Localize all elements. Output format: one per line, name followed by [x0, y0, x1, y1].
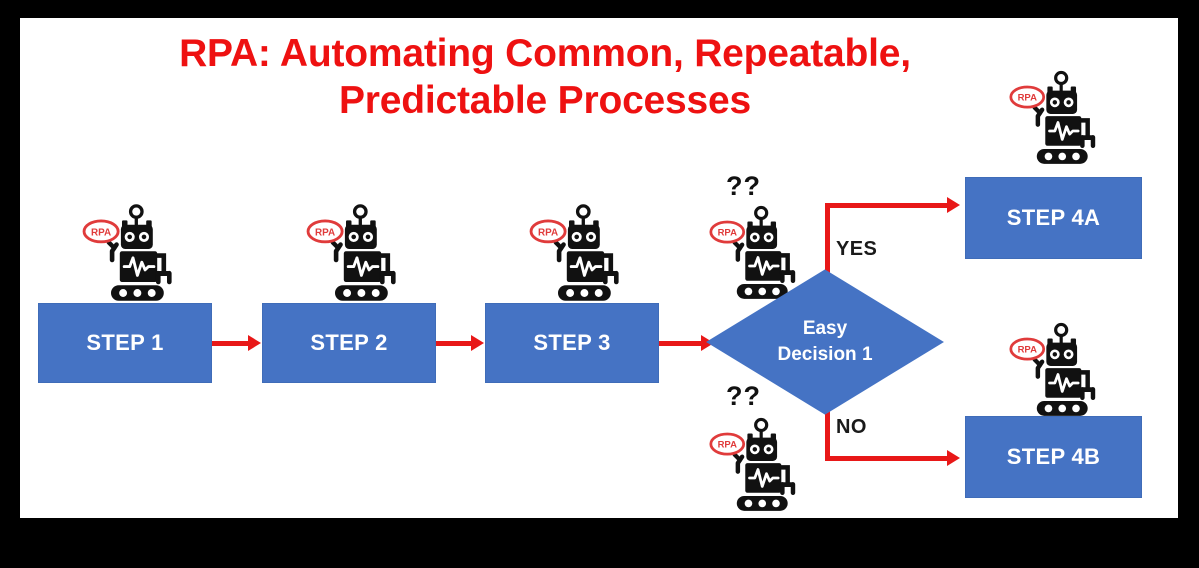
no-branch-horizontal-segment: [825, 456, 947, 461]
step-box-step-4a[interactable]: STEP 4A: [965, 177, 1142, 259]
title-line-2: Predictable Processes: [338, 79, 752, 122]
robot-step-4a: RPA: [1005, 61, 1111, 167]
svg-text:RPA: RPA: [1018, 345, 1038, 356]
no-branch-arrow-head: [947, 450, 960, 466]
step-box-label-step-3: STEP 3: [533, 330, 611, 355]
yes-branch-vertical-segment: [825, 203, 830, 293]
step-box-step-2[interactable]: STEP 2: [262, 303, 436, 383]
slide-canvas: RPA: Automating Common, Repeatable, Pred…: [20, 18, 1178, 518]
arrow-head-step1-to-step2: [248, 335, 261, 351]
yes-branch-horizontal-segment: [825, 203, 947, 208]
arrow-step1-to-step2: [210, 341, 248, 346]
step-box-label-step-4b: STEP 4B: [1006, 444, 1101, 469]
robot-step-1: RPA: [78, 194, 188, 304]
step-box-step-1[interactable]: STEP 1: [38, 303, 212, 383]
arrow-step2-to-step3: [433, 341, 471, 346]
decision-easy-decision-1[interactable]: Easy Decision 1: [705, 268, 945, 416]
thinking-marks-decision-bottom: ??: [726, 381, 761, 411]
yes-branch-arrow-head: [947, 197, 960, 213]
svg-text:RPA: RPA: [538, 227, 558, 238]
robot-decision-top: RPA: [705, 196, 811, 302]
step-box-step-3[interactable]: STEP 3: [485, 303, 659, 383]
decision-diamond-shape: [706, 269, 944, 415]
svg-text:RPA: RPA: [91, 227, 111, 238]
arrow-head-step2-to-step3: [471, 335, 484, 351]
title-line-1: RPA: Automating Common, Repeatable,: [179, 32, 911, 75]
robot-decision-bottom: RPA: [705, 408, 811, 514]
robot-step-3: RPA: [525, 194, 635, 304]
page-title: RPA: Automating Common, Repeatable, Pred…: [50, 30, 1040, 124]
svg-text:RPA: RPA: [1018, 93, 1038, 104]
svg-text:RPA: RPA: [315, 227, 335, 238]
step-box-label-step-2: STEP 2: [310, 330, 388, 355]
yes-branch-label: YES: [836, 238, 878, 260]
no-branch-label: NO: [836, 416, 867, 438]
svg-text:RPA: RPA: [718, 440, 738, 451]
step-box-step-4b[interactable]: STEP 4B: [965, 416, 1142, 498]
robot-step-2: RPA: [302, 194, 412, 304]
step-box-label-step-4a: STEP 4A: [1006, 205, 1101, 230]
arrow-head-step3-to-decision: [701, 335, 714, 351]
robot-step-4b: RPA: [1005, 313, 1111, 419]
arrow-step3-to-decision: [656, 341, 701, 346]
thinking-marks-decision-top: ??: [726, 171, 761, 201]
step-box-label-step-1: STEP 1: [86, 330, 164, 355]
svg-text:RPA: RPA: [718, 228, 738, 239]
